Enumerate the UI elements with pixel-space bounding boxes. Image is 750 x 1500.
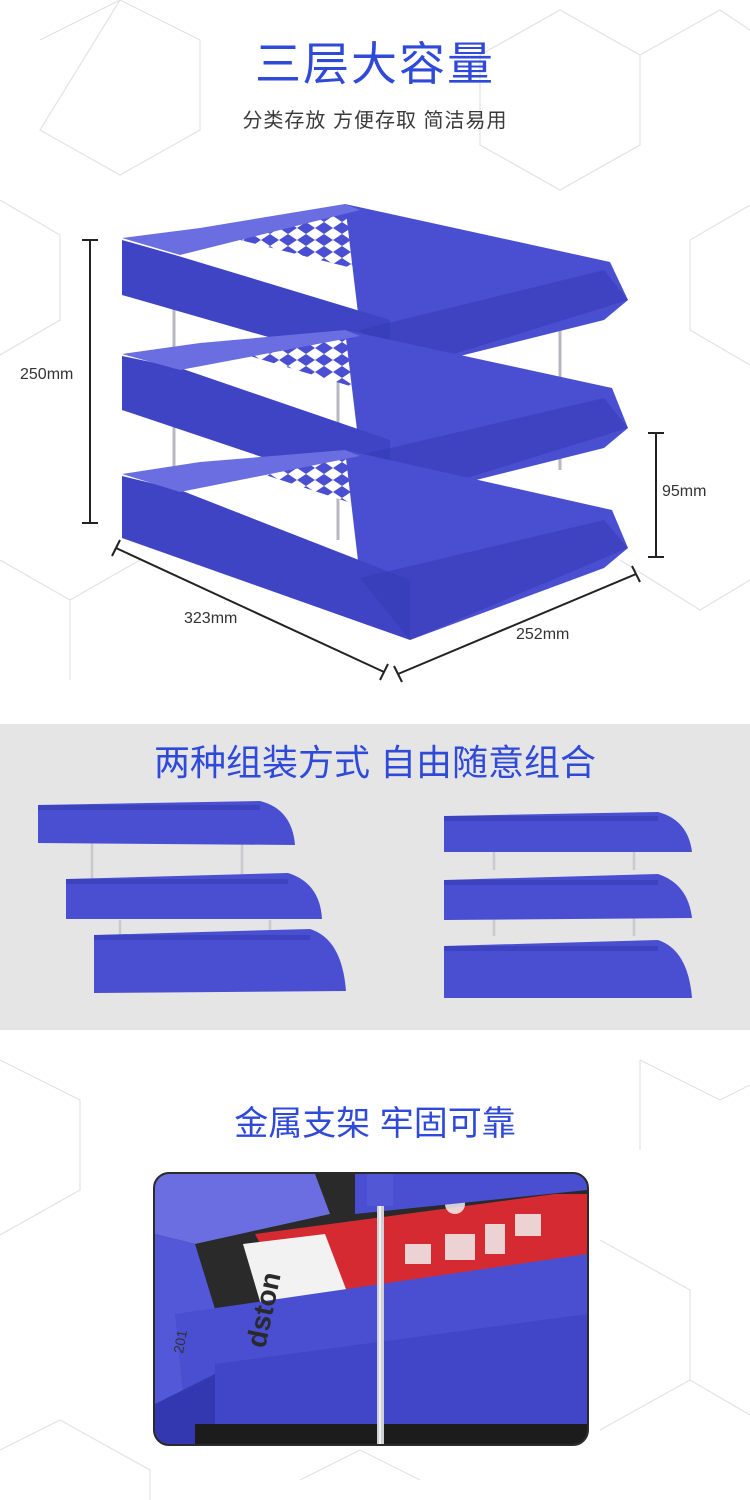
- height-dimension-label: 250mm: [20, 366, 74, 383]
- length-dimension-label: 323mm: [184, 610, 238, 627]
- width-dimension-label: 252mm: [516, 626, 570, 643]
- photo-year-label: 201: [170, 1329, 190, 1355]
- layer-gap-dimension-label: 95mm: [662, 483, 707, 500]
- metal-support-title: 金属支架 牢固可靠: [234, 1105, 516, 1143]
- tray-illustration: [82, 204, 664, 683]
- assembly-stacked-illustration: [444, 812, 692, 998]
- assembly-staggered-illustration: [38, 801, 346, 993]
- metal-support-photo: 201 dston: [153, 1172, 589, 1446]
- page-title: 三层大容量: [255, 38, 495, 90]
- page-subtitle: 分类存放 方便存取 简洁易用: [242, 110, 508, 132]
- dimension-arrow-icon: [82, 239, 664, 683]
- tray-bottom: [122, 450, 628, 640]
- assembly-section-title: 两种组装方式 自由随意组合: [153, 742, 596, 783]
